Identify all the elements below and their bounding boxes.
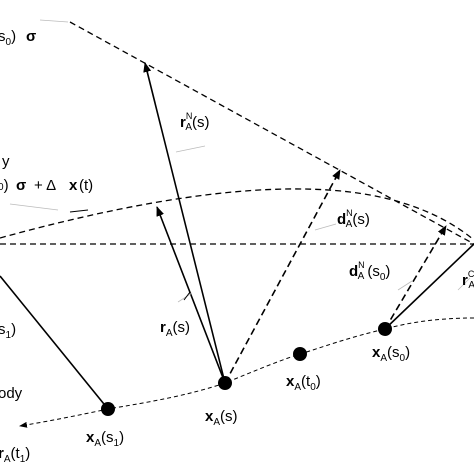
leader-rC <box>457 277 471 291</box>
label-s1: s1) <box>0 321 16 341</box>
label-top-left: s0) <box>0 28 16 48</box>
vector-dN <box>224 169 341 384</box>
point-xA-t0 <box>293 347 307 361</box>
vector-rA <box>156 206 226 384</box>
label-y: y <box>2 153 10 170</box>
label-t-arg: (t) <box>79 177 93 194</box>
point-xA-s0 <box>378 322 392 336</box>
leader-rN <box>175 145 206 153</box>
leader-mid <box>9 203 59 211</box>
label-plus-delta: + Δ <box>34 177 56 194</box>
sigma-curve <box>0 188 474 241</box>
leader-rA <box>177 292 193 303</box>
leader-dN <box>314 223 337 231</box>
leader-rA-tick <box>183 291 191 301</box>
label-xA-s1: xA(s1) <box>86 429 124 449</box>
leader-dN0 <box>397 280 413 291</box>
sigma-line-top <box>69 21 474 245</box>
label-mid-left: 0) <box>0 177 9 194</box>
vector-s1 <box>0 275 109 410</box>
leader-top <box>39 19 69 23</box>
trajectory-curve <box>19 317 474 428</box>
label-sigma-mid: σ <box>16 177 26 194</box>
label-xA-t0: xA(t0) <box>286 373 321 393</box>
label-rA: rA(s) <box>160 319 190 339</box>
label-sigma-top: σ <box>26 28 36 45</box>
label-xA-s: xA(s) <box>205 408 238 428</box>
vector-rN <box>143 62 226 384</box>
label-xA-t1: rA(t1) <box>0 445 30 465</box>
vector-rC <box>384 243 474 330</box>
label-body: ody <box>0 385 23 402</box>
label-xA-s0: xA(s0) <box>372 344 410 364</box>
vector-dN0 <box>384 225 447 330</box>
leader-mid-arrow <box>69 209 89 213</box>
point-xA-s <box>218 376 232 390</box>
point-xA-s1 <box>101 402 115 416</box>
label-x-bold: x <box>69 177 78 194</box>
